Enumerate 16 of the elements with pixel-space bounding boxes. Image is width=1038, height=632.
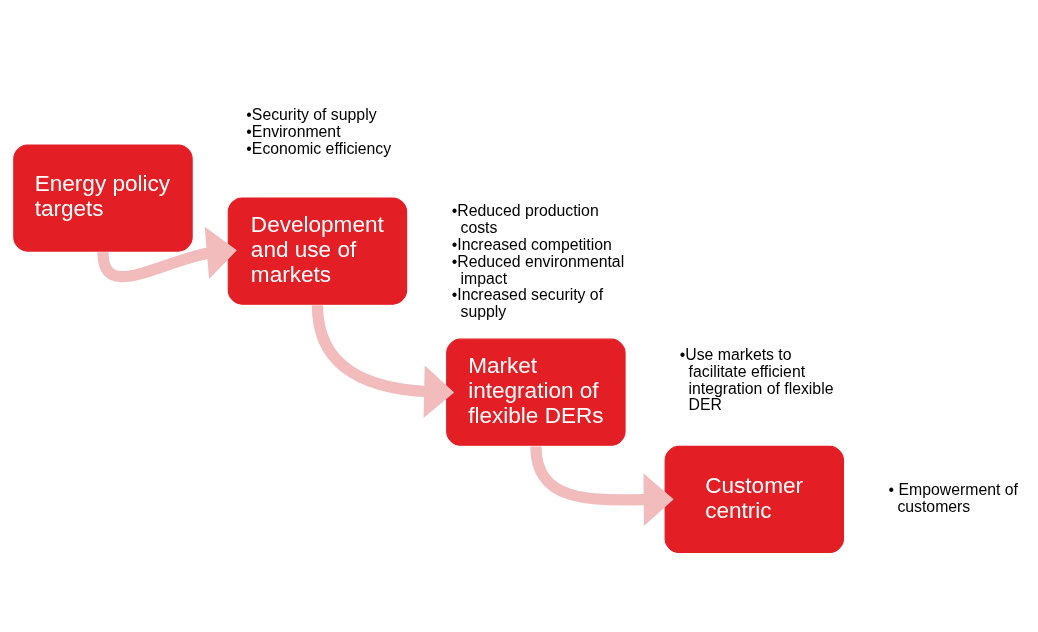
node-label: •Economic efficiency: [245, 139, 391, 157]
arrow: [96, 226, 237, 283]
node-box: Customer centric: [664, 445, 844, 554]
node-label: •Reduced environmental impact: [451, 252, 624, 287]
node-label: •Environment: [245, 122, 341, 140]
node-box: Energy policy targets: [12, 144, 193, 252]
node-label: •Security of supply: [245, 105, 377, 123]
node-box: Development and use of markets: [227, 197, 407, 305]
node-box: Market integration of flexible DERs: [445, 338, 626, 446]
arrow: [311, 304, 454, 418]
node-label: •Increased security of supply: [451, 286, 603, 321]
node-label: •Increased competition: [451, 235, 612, 253]
node-label: •Reduced production costs: [451, 201, 599, 236]
node-label: •Use markets to facilitate efficient integration of flexible DER: [679, 345, 833, 414]
node-label: • Empowerment of customers: [888, 481, 1018, 516]
arrow: [529, 445, 674, 526]
